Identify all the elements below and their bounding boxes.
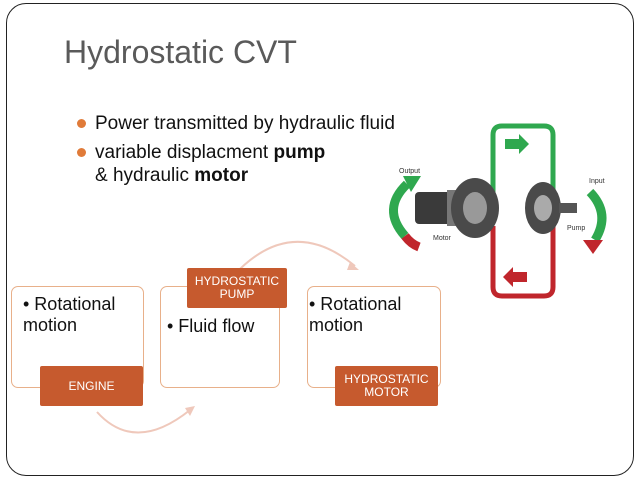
output-rotation-arrow-icon — [389, 180, 411, 239]
bullet-list: Power transmitted by hydraulic fluid var… — [77, 112, 395, 193]
motor-tag: HYDROSTATIC MOTOR — [335, 366, 438, 406]
bullet-dot-icon — [77, 119, 86, 128]
connector-arrow-bottom — [96, 409, 191, 434]
bullet-text-line2: & hydraulic — [95, 165, 195, 186]
bullet-text: variable displacment — [95, 142, 274, 163]
red-fluid-line — [490, 226, 556, 299]
connector-arrow-top — [234, 240, 356, 275]
pump-box-text: • Fluid flow — [167, 316, 255, 336]
input-rotation-arrow-icon — [586, 188, 607, 243]
cvt-diagram — [96, 123, 607, 434]
flow-arrow-left-icon — [503, 267, 527, 287]
slide: Hydrostatic CVT Power transmitted by hyd… — [6, 3, 634, 476]
bullet-text: Power transmitted by hydraulic fluid — [95, 113, 395, 134]
bullet-dot-icon — [77, 148, 86, 157]
input-label: Input — [589, 178, 605, 185]
engine-tag: ENGINE — [40, 366, 143, 406]
output-label: Output — [399, 168, 421, 175]
green-fluid-line — [490, 123, 556, 194]
pump-label: Pump — [567, 225, 586, 232]
pump-tag: HYDROSTATIC PUMP — [187, 268, 287, 308]
bullet-item: variable displacment pump & hydraulic mo… — [77, 141, 395, 187]
slide-title: Hydrostatic CVT — [64, 34, 297, 70]
engine-box-text: • Rotational motion — [23, 294, 116, 335]
flow-arrow-right-icon — [505, 134, 529, 154]
motor-body — [415, 192, 457, 224]
motor-label: Motor — [433, 235, 451, 242]
bullet-bold-text: pump — [273, 142, 326, 163]
motor-box-text: • Rotational motion — [309, 294, 402, 335]
pump-shaft — [559, 203, 577, 213]
bullet-bold-text: motor — [194, 165, 249, 186]
bullet-item: Power transmitted by hydraulic fluid — [77, 112, 395, 135]
